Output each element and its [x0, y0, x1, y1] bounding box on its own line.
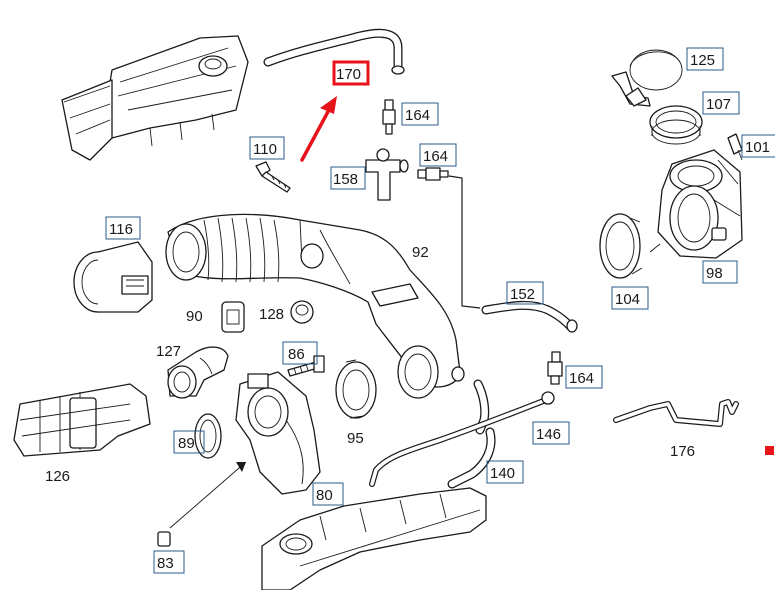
label-128: 128 — [259, 306, 284, 323]
elbow-127 — [167, 346, 229, 399]
label-127: 127 — [156, 343, 181, 360]
label-101: 101 — [745, 139, 770, 156]
label-125: 125 — [690, 52, 715, 69]
bolt-110 — [255, 161, 291, 193]
housing-98 — [649, 149, 743, 259]
clamp-125 — [611, 49, 683, 107]
clamp-107 — [649, 105, 703, 145]
pipe-176 — [613, 399, 739, 427]
valve-164-top — [382, 99, 396, 135]
label-170: 170 — [336, 66, 361, 83]
oring-89 — [194, 413, 222, 459]
highlight-170 — [300, 60, 370, 162]
valve-164-mid — [417, 167, 449, 181]
duct-92 — [165, 213, 465, 399]
intake-manifold — [261, 487, 487, 590]
label-176: 176 — [670, 443, 695, 460]
hose-170 — [263, 28, 405, 75]
label-126: 126 — [45, 468, 70, 485]
part-90 — [221, 301, 245, 333]
label-92: 92 — [412, 244, 429, 261]
label-89: 89 — [178, 435, 195, 452]
clip-83 — [157, 461, 247, 547]
screw-101 — [727, 133, 743, 161]
label-80: 80 — [316, 487, 333, 504]
ring-95 — [335, 359, 377, 419]
hose-140 — [447, 427, 496, 489]
label-90: 90 — [186, 308, 203, 325]
tpiece-158 — [365, 148, 409, 201]
sensor-116 — [73, 241, 153, 313]
pipe-146 — [369, 379, 555, 487]
label-107: 107 — [706, 96, 731, 113]
label-86: 86 — [288, 346, 305, 363]
label-158: 158 — [333, 171, 358, 188]
label-98: 98 — [706, 265, 723, 282]
label-164-top: 164 — [405, 107, 430, 124]
label-116: 116 — [109, 221, 133, 238]
valve-164-low — [547, 351, 563, 385]
label-152: 152 — [510, 286, 535, 303]
throttle-80 — [235, 371, 321, 495]
cap-128 — [290, 300, 314, 324]
label-104: 104 — [615, 291, 640, 308]
label-boxes — [105, 47, 775, 574]
label-146: 146 — [536, 426, 561, 443]
red-marker — [765, 446, 774, 455]
label-164-low: 164 — [569, 370, 594, 387]
label-140: 140 — [490, 465, 515, 482]
label-164-mid: 164 — [423, 148, 448, 165]
engine-cover — [61, 35, 249, 161]
label-110: 110 — [253, 141, 277, 158]
line-152 — [448, 175, 578, 333]
label-83: 83 — [157, 555, 174, 572]
ring-104 — [599, 213, 643, 279]
filterbox-126 — [13, 383, 151, 457]
label-95: 95 — [347, 430, 364, 447]
